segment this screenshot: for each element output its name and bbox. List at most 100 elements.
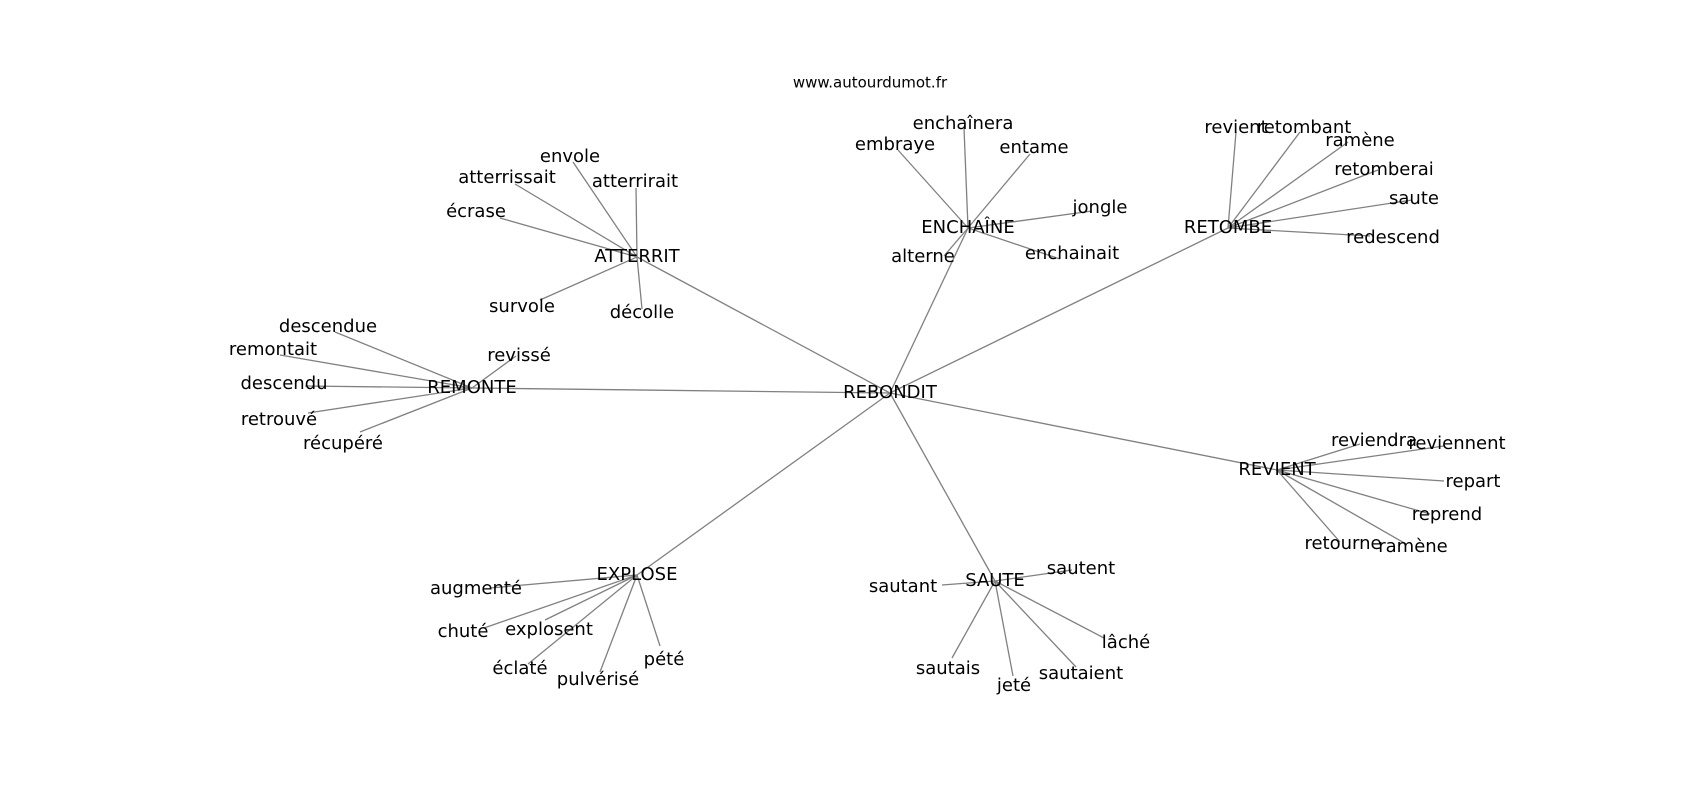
- node-leaf-remontait: remontait: [229, 339, 317, 360]
- node-leaf-explosent: explosent: [505, 619, 593, 640]
- node-hub-revient: REVIENT: [1238, 459, 1316, 480]
- edge-retombe-saute-r: [1227, 199, 1413, 229]
- edge-enchaine-alterne: [943, 227, 969, 257]
- node-leaf-eclate: éclaté: [492, 658, 547, 679]
- edge-remonte-descendu: [304, 385, 473, 389]
- edge-enchaine-enchainera: [963, 127, 969, 229]
- node-leaf-survole: survole: [489, 296, 555, 317]
- edge-saute-jete: [994, 580, 1014, 677]
- node-leaf-entame: entame: [999, 137, 1068, 158]
- edge-remonte-retrouve: [307, 387, 473, 414]
- edge-revient-reprend: [1276, 469, 1431, 515]
- edge-saute-sautent: [994, 569, 1073, 582]
- node-leaf-embraye: embraye: [855, 134, 935, 155]
- edge-saute-sautant: [941, 580, 996, 586]
- node-hub-remonte: REMONTE: [427, 377, 516, 398]
- node-leaf-repart: repart: [1446, 471, 1501, 492]
- edge-atterrit-atterrissait: [514, 183, 638, 258]
- node-leaf-descendu: descendu: [240, 373, 327, 394]
- node-leaf-reviennent: reviennent: [1408, 433, 1505, 454]
- edge-explose-explosent: [544, 574, 638, 621]
- edge-root-remonte: [471, 387, 891, 394]
- edge-saute-sautaient: [994, 580, 1077, 668]
- node-leaf-ramene-r: ramène: [1325, 130, 1395, 151]
- node-leaf-revisse: revissé: [487, 345, 551, 366]
- edge-enchaine-enchainait: [967, 227, 1061, 260]
- edge-explose-pete: [636, 574, 661, 647]
- node-leaf-alterne: alterne: [891, 246, 955, 267]
- node-leaf-atterrissait: atterrissait: [458, 167, 556, 188]
- node-leaf-envole: envole: [540, 146, 600, 167]
- node-leaf-sautant: sautant: [869, 576, 937, 597]
- edge-remonte-recupere: [359, 387, 473, 433]
- node-leaf-jete: jeté: [996, 675, 1031, 696]
- edge-remonte-remontait: [279, 354, 473, 389]
- edge-revient-ramene-v: [1276, 469, 1407, 545]
- edge-root-enchaine: [889, 227, 969, 394]
- edge-retombe-ramene-r: [1227, 141, 1349, 229]
- node-leaf-redescend: redescend: [1346, 227, 1440, 248]
- node-leaf-decolle: décolle: [610, 302, 675, 323]
- edge-remonte-descendue: [334, 331, 473, 389]
- node-leaf-ecrase: écrase: [446, 201, 506, 222]
- node-leaf-reviendra: reviendra: [1331, 430, 1417, 451]
- node-leaf-retourne: retourne: [1304, 533, 1381, 554]
- edge-retombe-retombant: [1227, 131, 1301, 229]
- edge-revient-reviennent: [1276, 445, 1445, 471]
- edge-root-saute: [889, 392, 996, 582]
- edge-root-retombe: [889, 227, 1229, 394]
- edge-revient-reviendra: [1276, 443, 1361, 471]
- edge-atterrit-decolle: [636, 256, 643, 310]
- node-leaf-sautent: sautent: [1047, 558, 1115, 579]
- node-leaf-lache: lâché: [1102, 632, 1150, 653]
- edges-layer: [279, 127, 1445, 677]
- edge-root-explose: [636, 392, 891, 576]
- edge-saute-lache: [994, 580, 1105, 639]
- node-leaf-enchainait: enchainait: [1025, 243, 1119, 264]
- edge-retombe-redescend: [1227, 227, 1371, 237]
- node-leaf-enchainera: enchaînera: [913, 113, 1014, 134]
- node-leaf-retrouve: retrouvé: [241, 409, 317, 430]
- node-leaf-chute: chuté: [438, 621, 489, 642]
- node-leaf-pete: pété: [644, 649, 685, 670]
- node-leaf-retomberai: retomberai: [1334, 159, 1434, 180]
- edge-root-revient: [889, 392, 1278, 471]
- node-leaf-descendue: descendue: [279, 316, 377, 337]
- edge-atterrit-atterrirait: [635, 187, 638, 258]
- site-label: www.autourdumot.fr: [793, 74, 948, 92]
- edge-explose-eclate: [527, 574, 638, 665]
- edge-atterrit-ecrase: [499, 217, 638, 258]
- edge-enchaine-embraye: [897, 149, 969, 229]
- node-leaf-recupere: récupéré: [303, 433, 383, 454]
- edge-saute-sautais: [951, 580, 996, 659]
- edge-atterrit-survole: [539, 256, 638, 301]
- node-leaf-pulverise: pulvérisé: [557, 669, 639, 690]
- node-leaf-reprend: reprend: [1412, 504, 1482, 525]
- node-hub-enchaine: ENCHAÎNE: [921, 216, 1014, 238]
- node-hub-saute: SAUTE: [965, 570, 1025, 591]
- edge-explose-pulverise: [599, 574, 638, 673]
- node-leaf-sautaient: sautaient: [1039, 663, 1123, 684]
- edge-retombe-retomberai: [1227, 169, 1379, 229]
- node-hub-atterrit: ATTERRIT: [594, 246, 680, 267]
- edge-explose-augmente: [489, 574, 638, 589]
- edge-enchaine-entame: [967, 153, 1031, 229]
- node-leaf-sautais: sautais: [916, 658, 980, 679]
- edge-revient-retourne: [1276, 469, 1341, 543]
- edge-enchaine-jongle: [967, 210, 1093, 229]
- node-hub-retombe: RETOMBE: [1184, 217, 1272, 238]
- node-leaf-augmente: augmenté: [430, 578, 522, 599]
- edge-remonte-revisse: [471, 355, 517, 389]
- edge-root-atterrit: [636, 256, 891, 394]
- node-leaf-revient-r: revient: [1204, 117, 1267, 138]
- edge-atterrit-envole: [572, 161, 638, 258]
- node-root-rebondit: REBONDIT: [843, 382, 938, 403]
- node-leaf-saute-r: saute: [1389, 188, 1439, 209]
- node-hub-explose: EXPLOSE: [597, 564, 678, 585]
- node-leaf-atterrirait: atterrirait: [592, 171, 678, 192]
- node-leaf-retombant: retombant: [1257, 117, 1352, 138]
- edge-revient-repart: [1276, 469, 1445, 482]
- node-leaf-jongle: jongle: [1072, 197, 1128, 218]
